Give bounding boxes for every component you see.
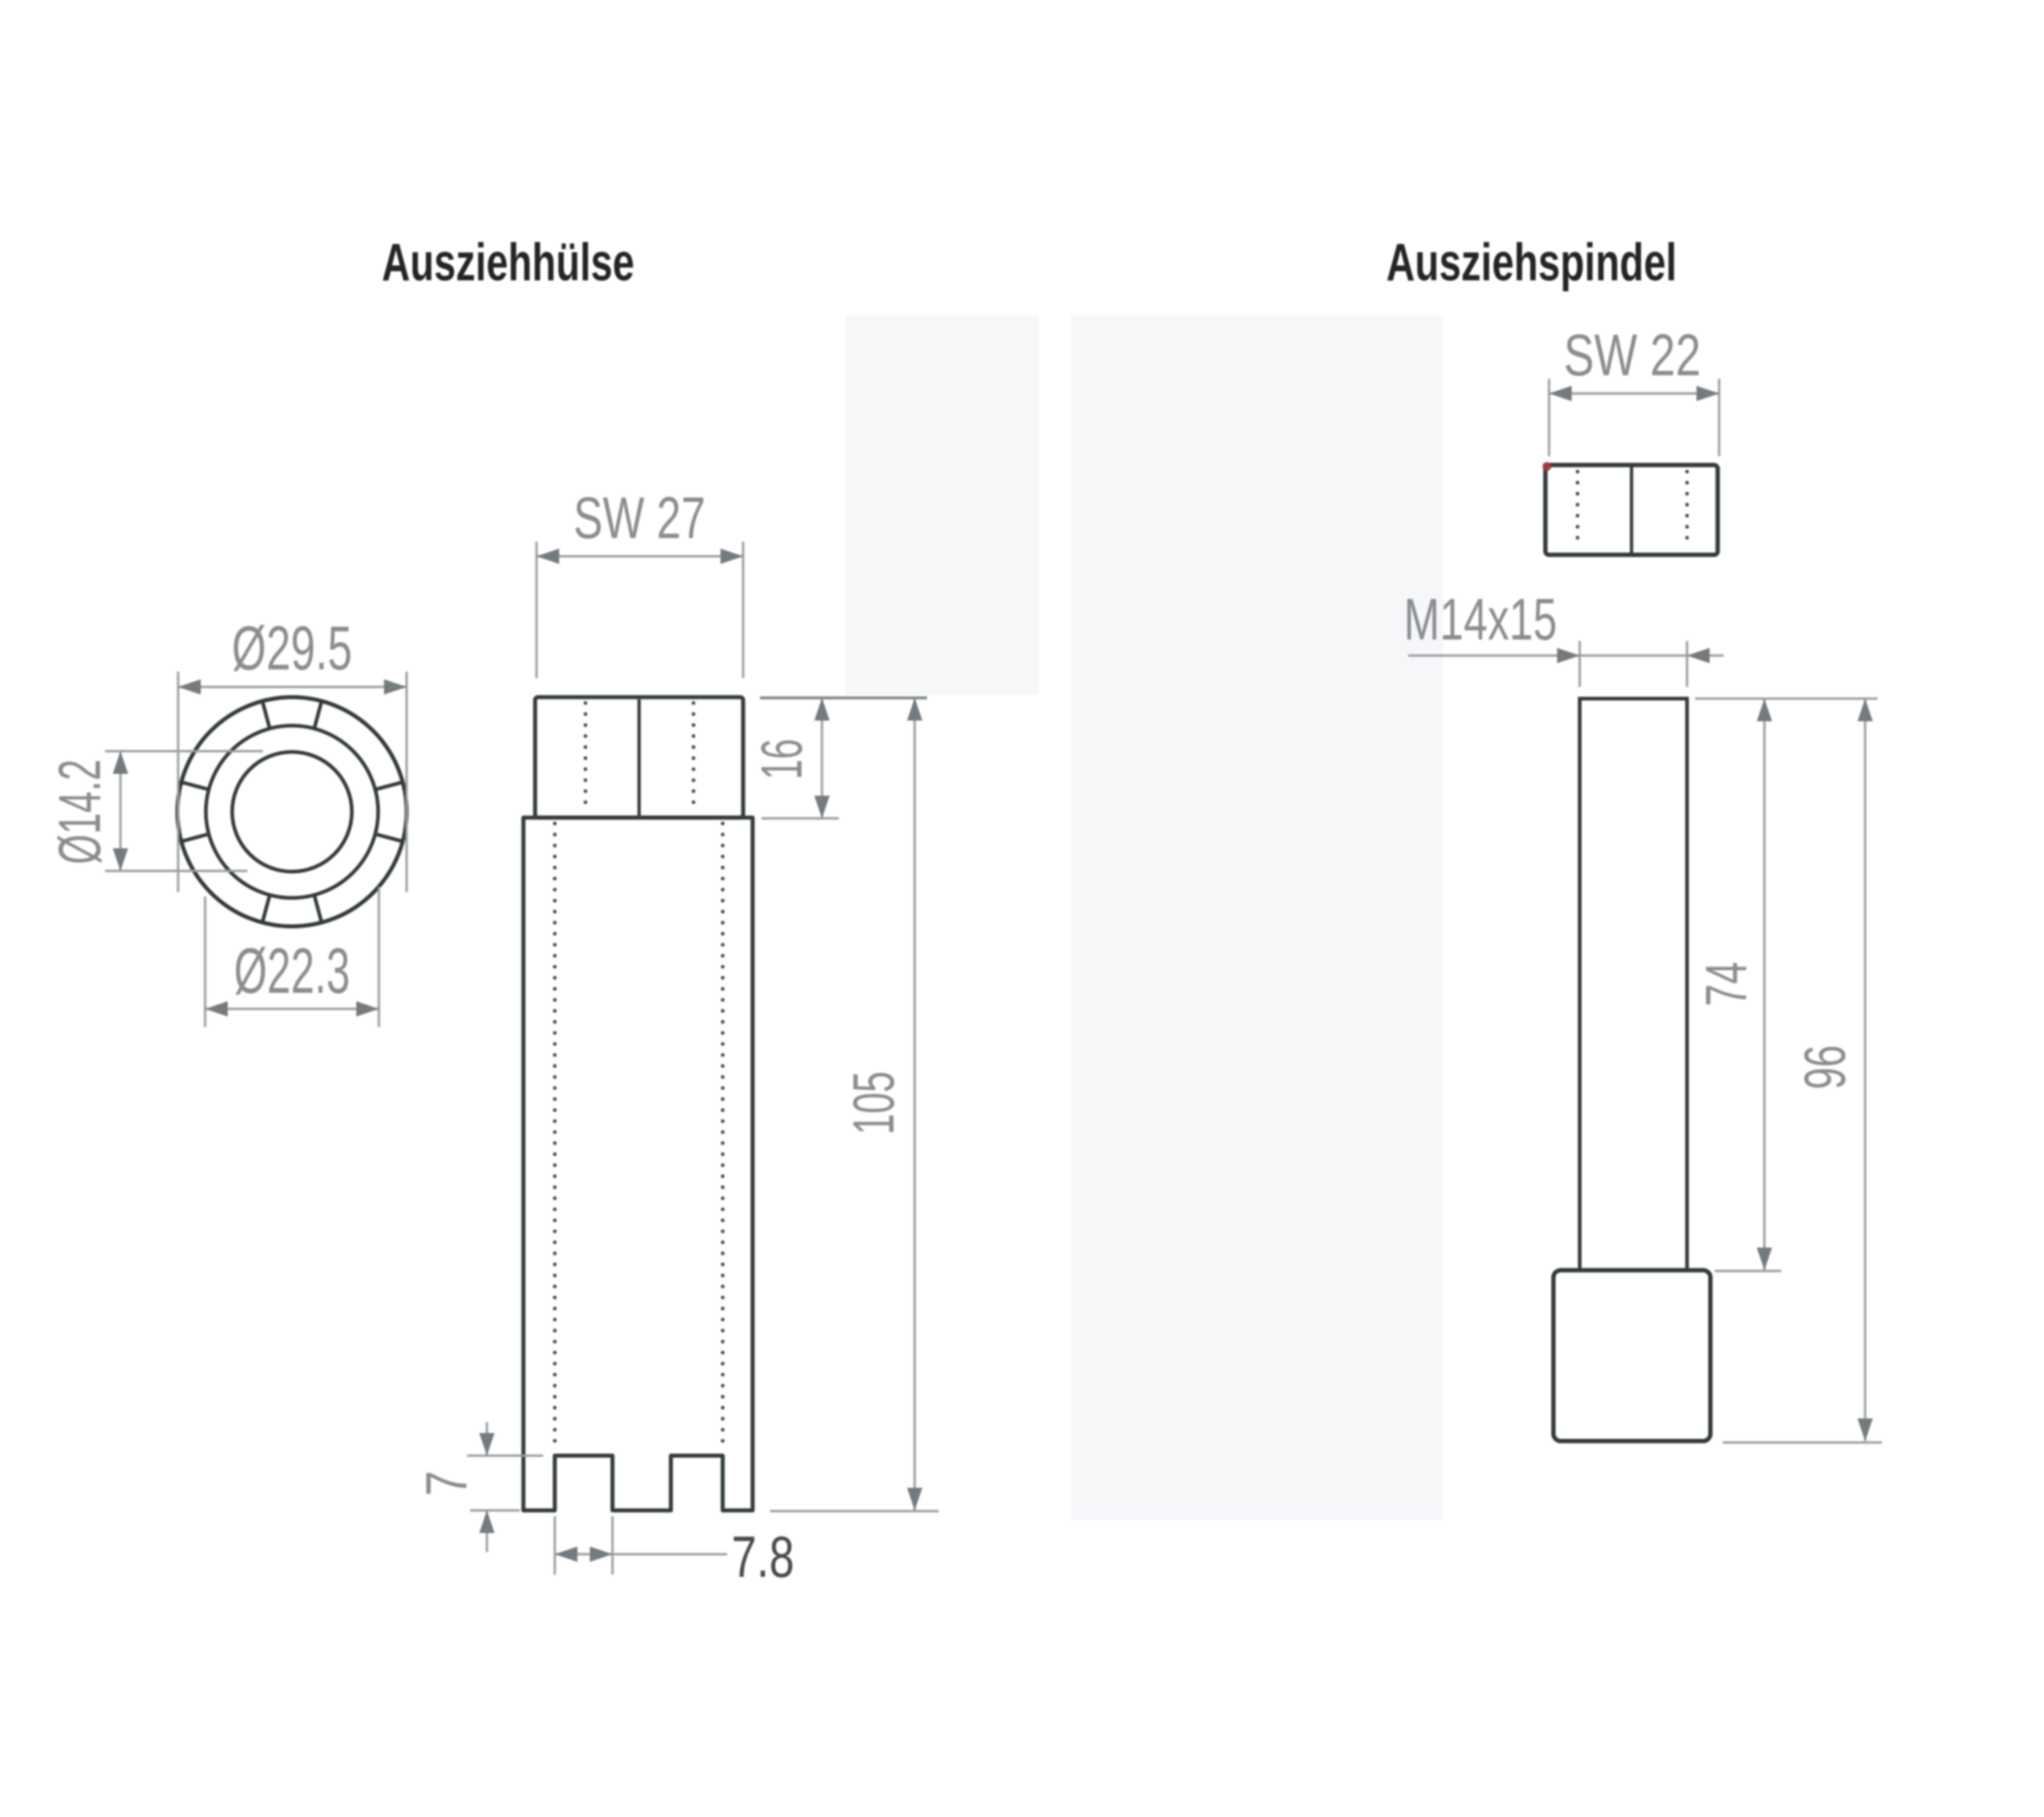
svg-text:Ø14.2: Ø14.2 — [47, 759, 113, 864]
svg-text:105: 105 — [841, 1072, 906, 1135]
svg-text:Ø29.5: Ø29.5 — [232, 614, 353, 683]
svg-text:16: 16 — [749, 739, 814, 780]
svg-text:Ø22.3: Ø22.3 — [234, 934, 350, 1007]
svg-text:SW 22: SW 22 — [1564, 323, 1701, 388]
svg-text:96: 96 — [1792, 1045, 1857, 1090]
svg-text:Ausziehspindel: Ausziehspindel — [1386, 234, 1677, 292]
svg-text:M14x15: M14x15 — [1404, 587, 1557, 653]
svg-text:Ausziehhülse: Ausziehhülse — [382, 234, 634, 292]
svg-text:7.8: 7.8 — [731, 1524, 794, 1589]
svg-text:SW 27: SW 27 — [574, 485, 706, 551]
svg-text:74: 74 — [1694, 962, 1759, 1007]
svg-text:7: 7 — [414, 1471, 479, 1497]
